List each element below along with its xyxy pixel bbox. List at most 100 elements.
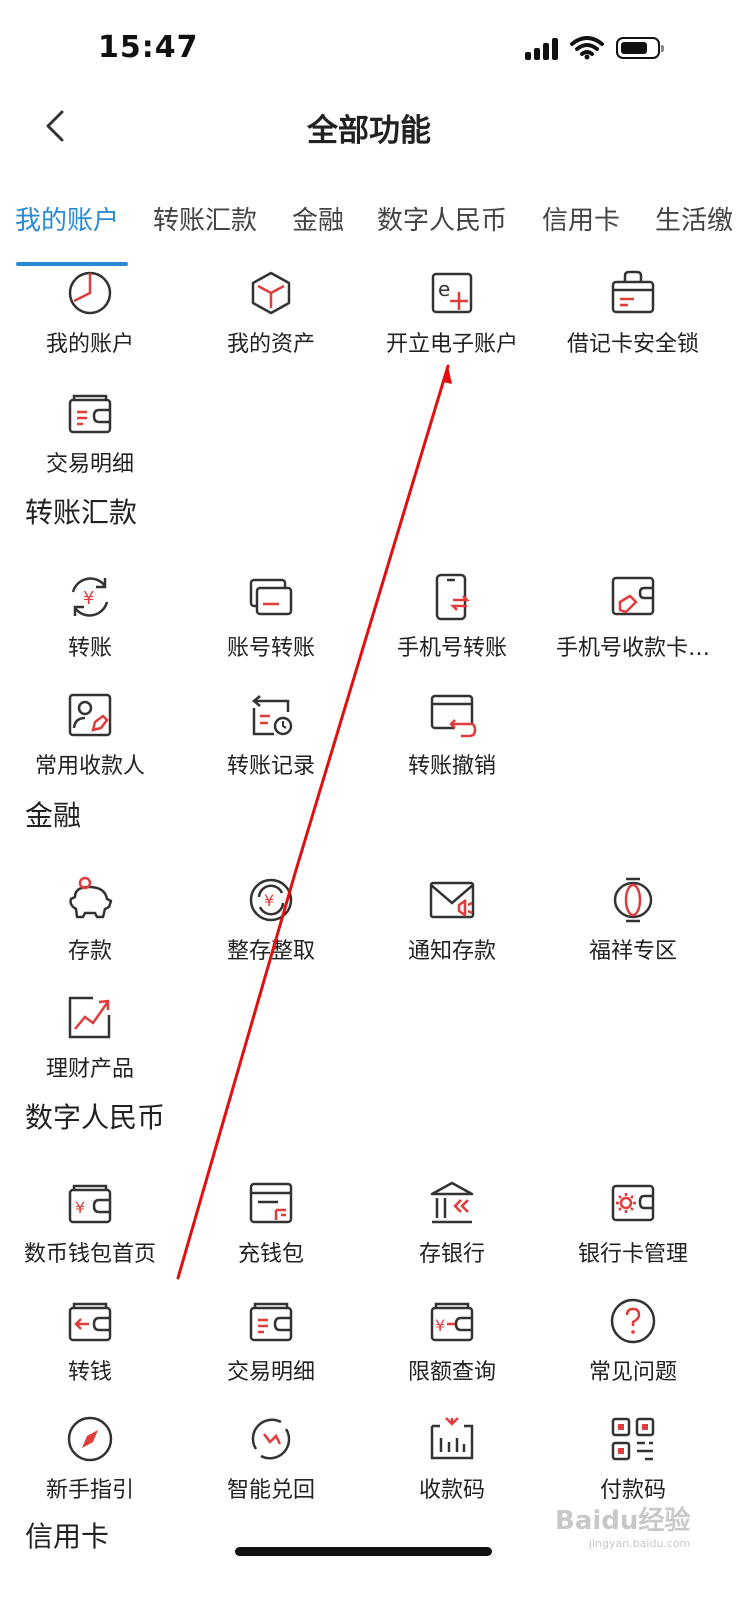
lantern-icon [613,877,653,923]
wallet-transfer-icon [68,1302,112,1342]
menu-item-label: 开立电子账户 [385,332,518,357]
compass-icon [67,1416,113,1462]
wallet-detail-icon [249,1302,293,1342]
active-tab-indicator [16,262,128,266]
yuan-cycle-icon: ¥ [71,577,109,617]
menu-item-label: 交易明细 [226,1360,315,1385]
menu-item-fixed-deposit[interactable]: ¥ 整存整取 [181,875,361,985]
status-bar: 15:47 [0,0,738,90]
menu-item-receive-code[interactable]: 收款码 [362,1414,542,1524]
menu-item-transfer-record[interactable]: 转账记录 [181,690,361,800]
wallet-topup-icon [249,1182,293,1224]
menu-item-label: 收款码 [418,1478,485,1503]
menu-item-wealth-products[interactable]: 理财产品 [0,993,180,1103]
tab-transfer[interactable]: 转账汇款 [153,206,258,236]
question-icon [610,1298,656,1344]
menu-item-label: 智能兑回 [226,1478,315,1503]
menu-item-label: 福祥专区 [588,939,677,964]
menu-item-label: 转账记录 [226,754,315,779]
menu-item-my-assets[interactable]: 我的资产 [181,268,361,378]
menu-item-label: 通知存款 [407,939,496,964]
menu-item-label: 我的资产 [226,332,315,357]
cards-icon [249,578,293,616]
cube-icon [251,271,291,315]
wifi-icon [570,36,604,60]
menu-item-bank-card-management[interactable]: 银行卡管理 [543,1178,723,1288]
menu-item-smart-exchange[interactable]: 智能兑回 [181,1414,361,1524]
tab-life-payment[interactable]: 生活缴 [655,206,734,236]
trend-chart-icon [68,996,111,1039]
menu-item-notice-deposit[interactable]: 通知存款 [362,875,542,985]
baidu-watermark: Baidu经验 jingyan.baidu.com [555,1500,690,1550]
menu-item-top-up-wallet[interactable]: 充钱包 [181,1178,361,1288]
menu-item-debit-card-lock[interactable]: 借记卡安全锁 [543,268,723,378]
transfer-record-icon [252,695,293,736]
menu-item-label: 转账 [67,636,112,661]
menu-item-label: 数币钱包首页 [23,1242,156,1267]
wallet-tag-icon [611,576,655,616]
card-undo-icon [430,694,477,738]
menu-item-label: 转账撤销 [407,754,496,779]
category-tabs: 我的账户 转账汇款 金融 数字人民币 信用卡 生活缴 [0,180,738,270]
menu-item-beginner-guide[interactable]: 新手指引 [0,1414,180,1524]
menu-item-deposit[interactable]: 存款 [0,875,180,985]
section-title-digital-rmb: 数字人民币 [25,1101,166,1134]
tab-credit-card[interactable]: 信用卡 [542,206,621,236]
svg-text:¥: ¥ [264,891,274,910]
menu-item-transaction-detail[interactable]: 交易明细 [181,1296,361,1406]
home-indicator[interactable] [235,1547,492,1556]
menu-item-fuxiang-zone[interactable]: 福祥专区 [543,875,723,985]
menu-item-label: 手机号转账 [396,636,507,661]
yuan-wallet-icon: ¥ [68,1184,112,1224]
menu-item-label: 限额查询 [407,1360,496,1385]
tab-my-account[interactable]: 我的账户 [15,206,120,236]
tab-finance[interactable]: 金融 [292,206,345,236]
menu-item-label: 借记卡安全锁 [566,332,699,357]
menu-item-frequent-payee[interactable]: 常用收款人 [0,690,180,800]
menu-item-account-transfer[interactable]: 账号转账 [181,572,361,682]
status-time: 15:47 [98,30,199,65]
mail-notice-icon [429,881,475,919]
signal-icon [525,36,558,60]
menu-item-ecny-wallet-home[interactable]: ¥ 数币钱包首页 [0,1178,180,1288]
menu-item-deposit-to-bank[interactable]: 存银行 [362,1178,542,1288]
phone-transfer-icon [435,573,471,621]
menu-item-label: 手机号收款卡… [555,636,710,661]
menu-item-phone-transfer[interactable]: 手机号转账 [362,572,542,682]
menu-item-phone-receive-card[interactable]: 手机号收款卡… [543,572,723,682]
menu-item-label: 整存整取 [226,939,315,964]
menu-item-label: 转钱 [67,1360,112,1385]
section-title-credit-card: 信用卡 [25,1520,110,1553]
e-account-plus-icon: e [431,272,473,314]
menu-item-my-account[interactable]: 我的账户 [0,268,180,378]
menu-item-limit-query[interactable]: ¥ 限额查询 [362,1296,542,1406]
receive-code-icon [430,1417,474,1460]
watermark-brand: Baidu经验 [555,1506,691,1536]
bank-icon [430,1181,474,1224]
section-title-transfer: 转账汇款 [25,496,138,529]
menu-item-label: 付款码 [599,1478,666,1503]
watermark-url: jingyan.baidu.com [588,1537,691,1550]
back-icon[interactable] [40,108,76,144]
menu-item-label: 常见问题 [588,1360,677,1385]
menu-item-label: 存银行 [418,1242,485,1267]
smart-exchange-icon [251,1418,291,1460]
yuan-refresh-icon: ¥ [249,878,293,922]
menu-item-transfer-cancel[interactable]: 转账撤销 [362,690,542,800]
tab-digital-rmb[interactable]: 数字人民币 [377,206,508,236]
menu-item-transactions[interactable]: 交易明细 [0,388,180,498]
menu-item-payment-code[interactable]: 付款码 [543,1414,723,1524]
header: 全部功能 [0,90,738,165]
menu-item-label: 新手指引 [45,1478,134,1503]
piggy-bank-icon [69,876,113,919]
menu-item-transfer-money[interactable]: 转钱 [0,1296,180,1406]
menu-item-label: 银行卡管理 [577,1242,688,1267]
menu-item-label: 充钱包 [237,1242,304,1267]
status-icons [525,36,664,60]
menu-item-transfer[interactable]: ¥ 转账 [0,572,180,682]
menu-item-open-e-account[interactable]: e 开立电子账户 [362,268,542,378]
menu-item-faq[interactable]: 常见问题 [543,1296,723,1406]
card-gear-icon [611,1184,655,1222]
section-title-finance: 金融 [25,799,82,832]
card-lock-icon [611,270,655,314]
